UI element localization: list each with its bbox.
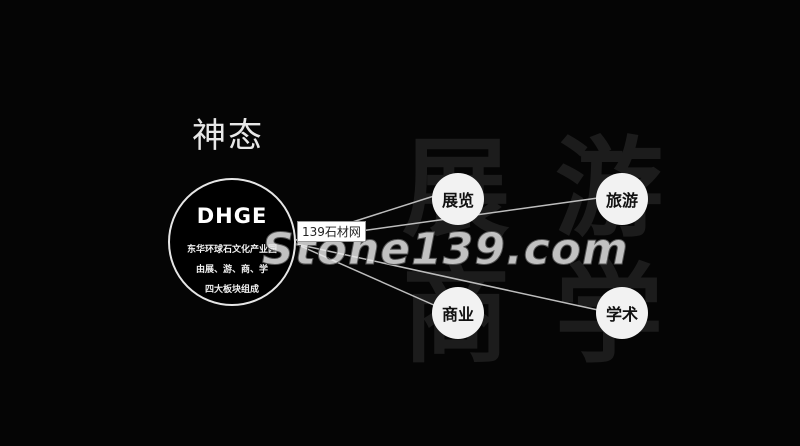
- center-description-line-3: 四大板块组成: [204, 285, 259, 295]
- page-title: 神态: [192, 116, 264, 156]
- center-description-line-2: 由展、游、商、学: [195, 265, 268, 275]
- node-zhanlan: 展览: [432, 173, 484, 225]
- dhge-center-node: DHGE 东华环球石文化产业园 由展、游、商、学 四大板块组成: [168, 178, 296, 306]
- center-description-line-1: 东华环球石文化产业园: [186, 245, 277, 255]
- watermark-badge: 139石材网: [297, 221, 366, 242]
- node-lvyou: 旅游: [596, 173, 648, 225]
- node-xueshu: 学术: [596, 287, 648, 339]
- node-shangye: 商业: [432, 287, 484, 339]
- connector-shangye: [295, 243, 437, 307]
- center-title: DHGE: [196, 204, 268, 228]
- connector-xueshu: [295, 243, 599, 311]
